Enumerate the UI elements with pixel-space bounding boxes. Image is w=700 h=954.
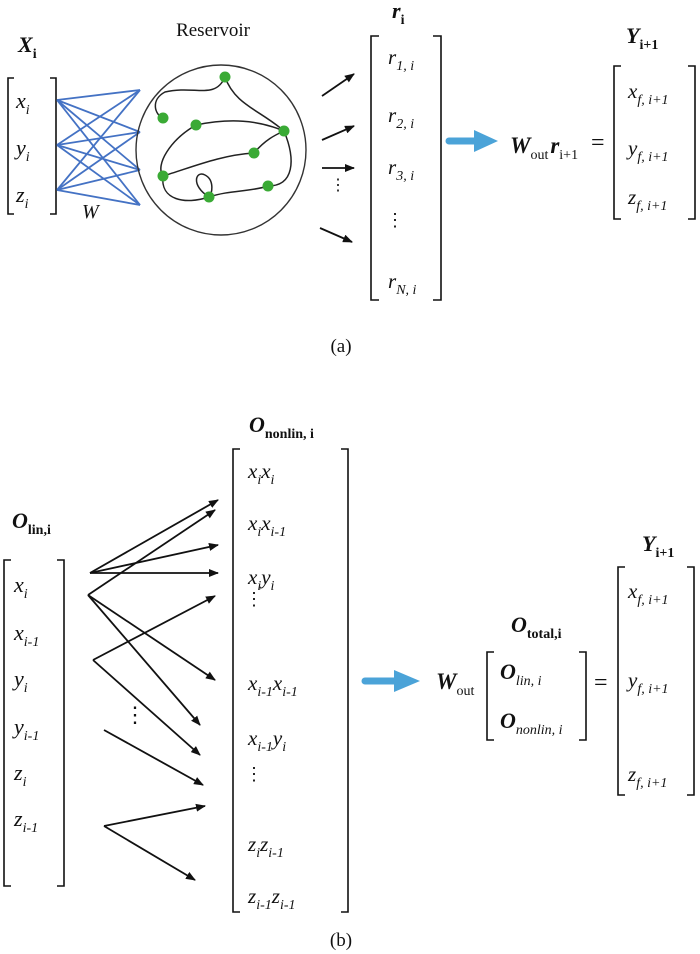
state-entries: r1, i r2, i r3, i rN, i [388,45,417,298]
state-entry: rN, i [388,269,417,298]
equals-sign-b: = [594,670,608,696]
weight-line [56,99,141,206]
reservoir-nodes [157,71,290,203]
nonlin-ellipsis-2: ⋮ [245,764,263,784]
lin-entries: xi xi-1 yi yi-1 zi zi-1 [12,572,39,836]
weight-line [56,131,141,146]
weight-line [56,89,141,101]
panel-a: Xi xi yi zi W Reservoir [7,0,696,357]
state-vector-label: ri [392,0,405,28]
total-bracket [486,651,587,741]
lin-vector-label: Olin,i [12,508,51,538]
reservoir-circle [135,64,307,236]
output-bracket-a [613,65,696,220]
nonlin-entry: xi-1xi-1 [247,671,298,700]
weight-line [56,131,141,191]
state-entry: r1, i [388,45,414,74]
nonlin-entry: zizi-1 [247,832,284,861]
input-entries: xi yi zi [14,88,30,212]
input-bracket [7,77,57,215]
total-vector-label: Ototal,i [511,612,562,642]
weight-line [56,89,141,146]
state-entry: r2, i [388,103,414,132]
weight-line [56,89,141,191]
weight-line [56,144,141,171]
flow-arrow-b-head [394,670,420,692]
input-entry-y: yi [14,135,30,165]
lin-entry: zi-1 [13,806,38,836]
lin-bracket [3,559,65,887]
weight-line [56,169,141,191]
weight-line [56,99,141,171]
weight-line [56,144,141,206]
state-ellipsis: ⋮ [386,210,404,230]
state-entry: r3, i [388,155,414,184]
state-bracket [370,35,442,301]
flow-arrow-a-head [474,130,498,152]
readout-expression-a: Woutri+1 [510,133,578,163]
nonlin-entry: zi-1zi-1 [247,884,296,913]
output-entry-b: yf, i+1 [626,668,669,697]
input-vector-label: Xi [17,32,37,62]
input-weight-lines [56,89,141,206]
lin-entry: yi [12,666,28,696]
nonlin-entry: xixi [247,459,275,488]
nonlin-entry: xi-1yi [247,726,286,755]
lin-entry: xi [13,572,28,602]
feature-arrow-ellipsis: ⋮ [124,702,146,727]
total-entries: Olin, i Ononlin, i [500,659,563,738]
nonlin-vector-label: Ononlin, i [249,412,314,442]
nonlin-entry: xixi-1 [247,511,286,540]
weight-line [56,189,141,206]
equals-sign-a: = [591,130,605,156]
output-entry-b: xf, i+1 [627,579,669,608]
lin-entry: yi-1 [12,714,39,744]
reservoir-arrow-ellipsis: ⋮ [330,177,346,194]
nonlin-ellipsis-1: ⋮ [245,589,263,609]
input-entry-x: xi [15,88,30,118]
input-weight-label: W [82,201,101,223]
output-entry-a: yf, i+1 [626,136,669,165]
lin-entry: zi [13,760,27,790]
total-entry: Olin, i [500,659,542,689]
total-entry: Ononlin, i [500,708,563,738]
output-entry-a: zf, i+1 [627,185,667,214]
output-entry-a: xf, i+1 [627,79,669,108]
output-bracket-b [617,566,695,796]
output-entries-a: xf, i+1 yf, i+1 zf, i+1 [626,79,669,214]
lin-entry: xi-1 [13,620,39,650]
caption-b: (b) [330,930,352,951]
input-entry-z: zi [15,182,29,212]
nonlin-entries: xixi xixi-1 xiyi xi-1xi-1 xi-1yi zizi-1 zi-1zi… [247,459,298,913]
feature-arrows [87,499,219,881]
readout-expression-b: Wout [436,669,474,699]
caption-a: (a) [330,336,351,357]
nonlin-bracket [232,448,349,913]
output-vector-label-b: Yi+1 [642,531,674,561]
reservoir-output-arrows [319,73,355,243]
weight-line [56,99,141,133]
output-entries-b: xf, i+1 yf, i+1 zf, i+1 [626,579,669,791]
reservoir-label: Reservoir [176,20,251,41]
output-entry-b: zf, i+1 [627,762,667,791]
output-vector-label-a: Yi+1 [626,23,658,53]
nonlin-entry: xiyi [247,565,275,594]
